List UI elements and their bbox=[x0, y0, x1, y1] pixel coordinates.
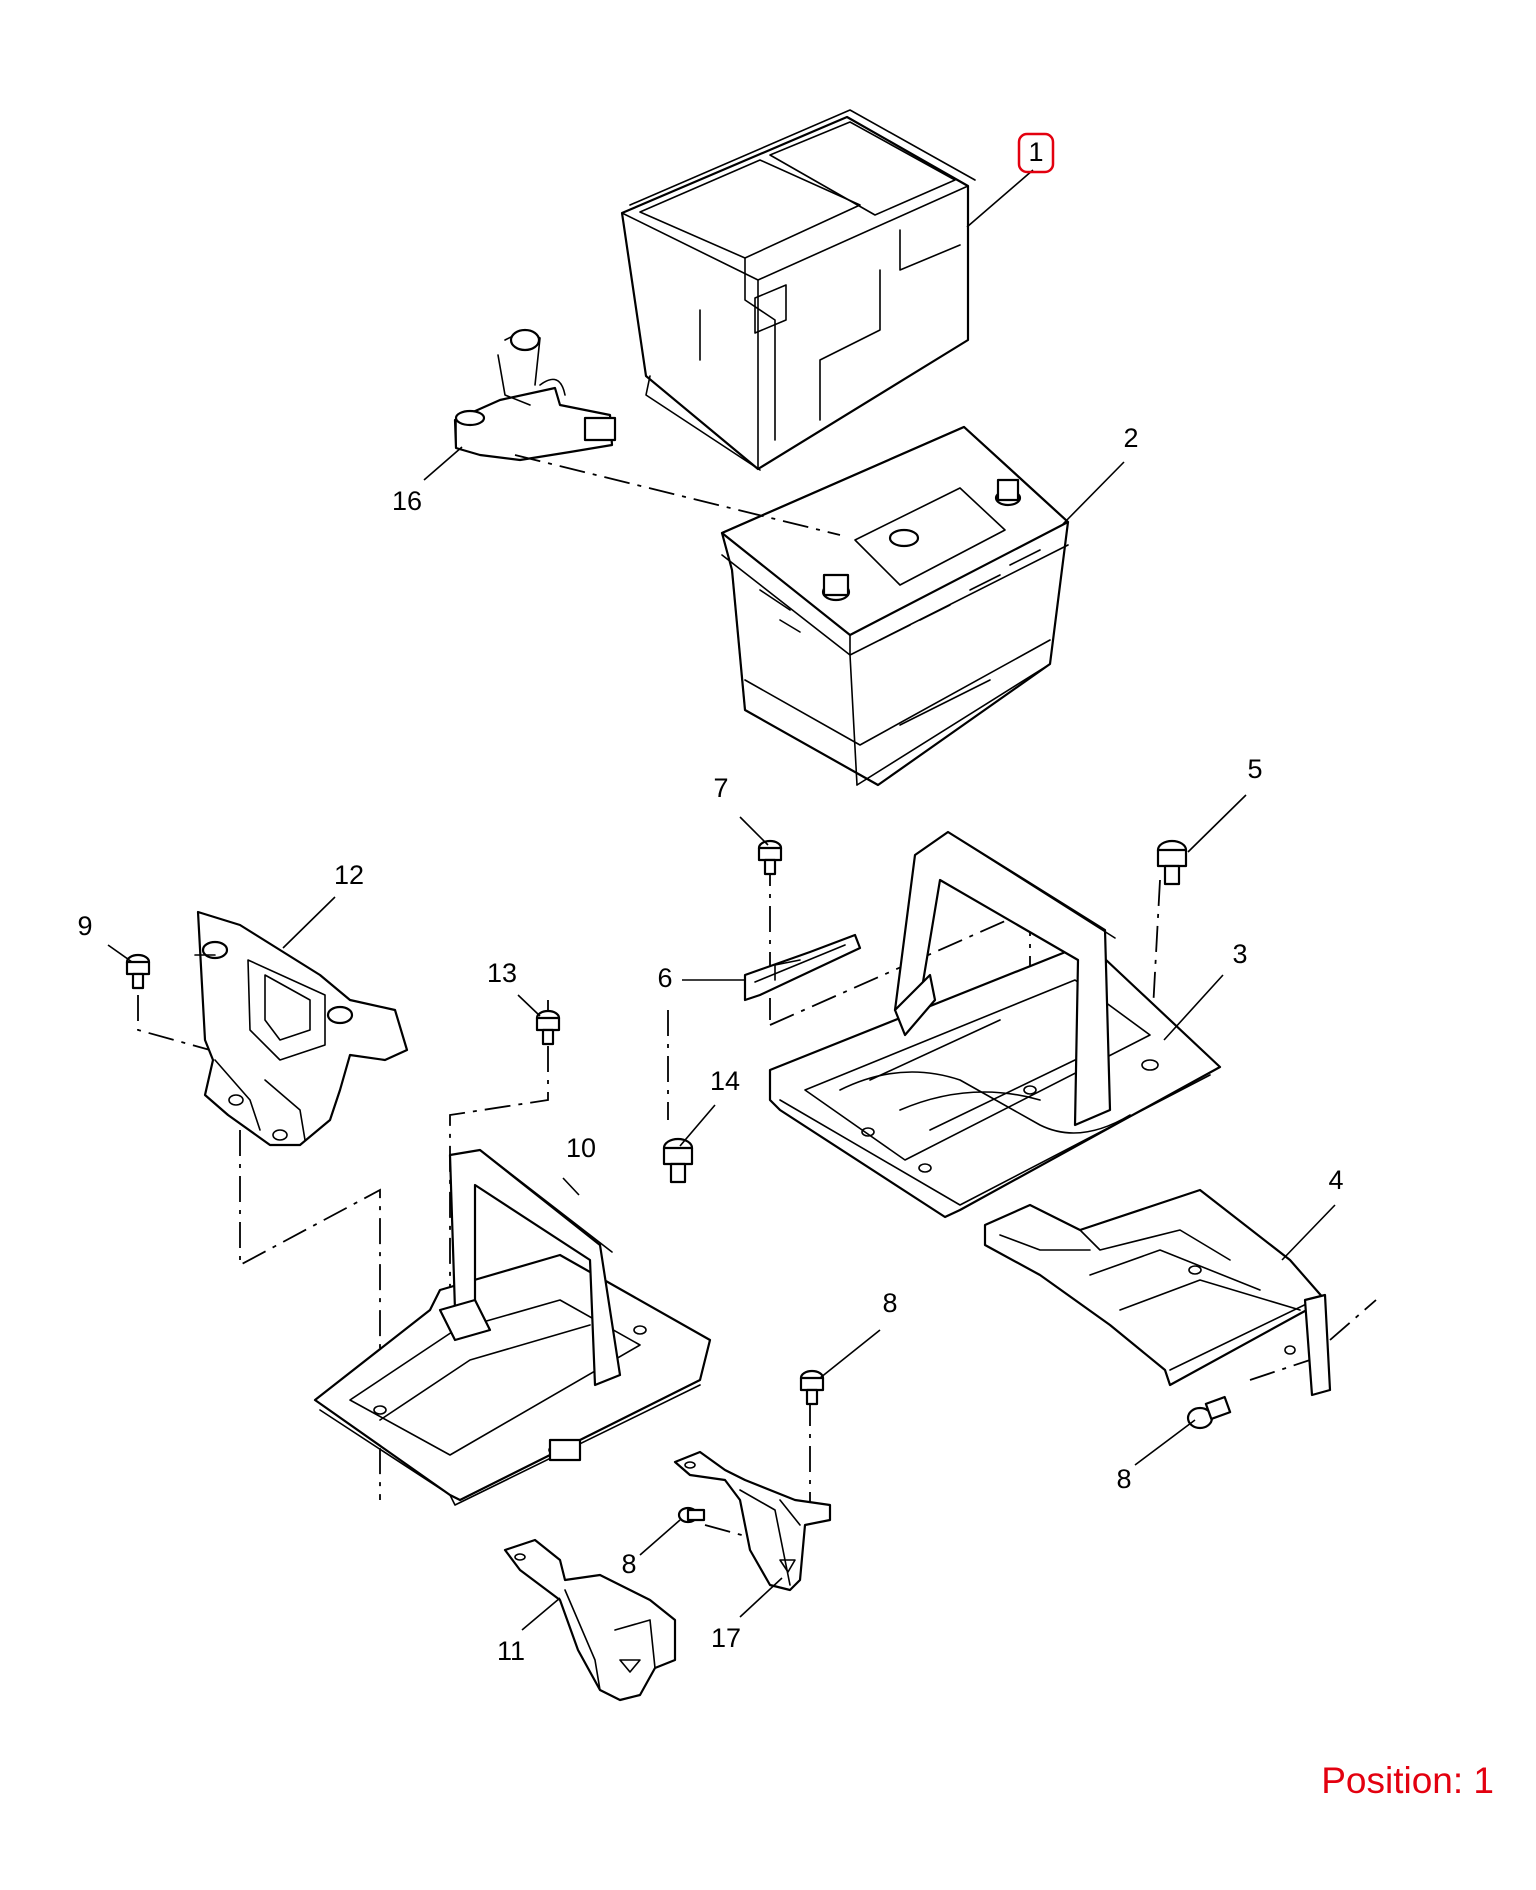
callout-2[interactable]: 2 bbox=[1123, 423, 1138, 453]
callout-8-upper[interactable]: 8 bbox=[882, 1288, 897, 1318]
callout-8-right[interactable]: 8 bbox=[1116, 1464, 1131, 1494]
battery-part-2[interactable] bbox=[720, 425, 1070, 787]
callout-16[interactable]: 16 bbox=[392, 486, 422, 516]
callout-labels: 1 2 3 4 5 6 7 8 8 8 9 10 11 12 13 14 16 … bbox=[77, 132, 1344, 1666]
bolt-part-13[interactable] bbox=[535, 1009, 561, 1046]
bracket-part-11[interactable] bbox=[503, 1538, 677, 1702]
bolt-part-9[interactable] bbox=[125, 953, 151, 990]
callout-14[interactable]: 14 bbox=[710, 1066, 740, 1096]
bolt-part-8-lower[interactable] bbox=[677, 1506, 706, 1524]
callout-1[interactable]: 1 bbox=[1028, 137, 1043, 167]
mounting-bracket-part-12[interactable] bbox=[194, 910, 409, 1147]
callout-10[interactable]: 10 bbox=[566, 1133, 596, 1163]
battery-tray-part-3[interactable] bbox=[768, 830, 1222, 1219]
callout-13[interactable]: 13 bbox=[487, 958, 517, 988]
leader-lines bbox=[107, 169, 1336, 1631]
callout-6[interactable]: 6 bbox=[657, 963, 672, 993]
callout-9[interactable]: 9 bbox=[77, 911, 92, 941]
callout-17[interactable]: 17 bbox=[711, 1623, 741, 1653]
callout-4[interactable]: 4 bbox=[1328, 1165, 1343, 1195]
battery-cover-part-1[interactable] bbox=[620, 109, 976, 471]
bolt-part-14[interactable] bbox=[662, 1137, 694, 1184]
bolt-part-8-right[interactable] bbox=[1186, 1395, 1232, 1430]
callout-12[interactable]: 12 bbox=[334, 860, 364, 890]
callout-1-highlight bbox=[1017, 132, 1055, 174]
callout-3[interactable]: 3 bbox=[1232, 939, 1247, 969]
callout-11[interactable]: 11 bbox=[497, 1636, 525, 1666]
bolt-part-5[interactable] bbox=[1156, 839, 1188, 886]
bolt-part-7[interactable] bbox=[757, 839, 783, 876]
position-indicator: Position: 1 bbox=[1321, 1760, 1494, 1801]
callout-5[interactable]: 5 bbox=[1247, 754, 1262, 784]
support-bracket-part-4[interactable] bbox=[983, 1188, 1332, 1397]
bolt-part-8-upper[interactable] bbox=[799, 1369, 825, 1406]
bracket-part-17[interactable] bbox=[673, 1450, 832, 1592]
callout-7[interactable]: 7 bbox=[713, 773, 728, 803]
callout-8-lower[interactable]: 8 bbox=[621, 1549, 636, 1579]
hold-down-clamp-part-6[interactable] bbox=[743, 933, 862, 1002]
battery-tray-part-10[interactable] bbox=[313, 1148, 712, 1506]
battery-terminal-part-16[interactable] bbox=[453, 328, 617, 462]
